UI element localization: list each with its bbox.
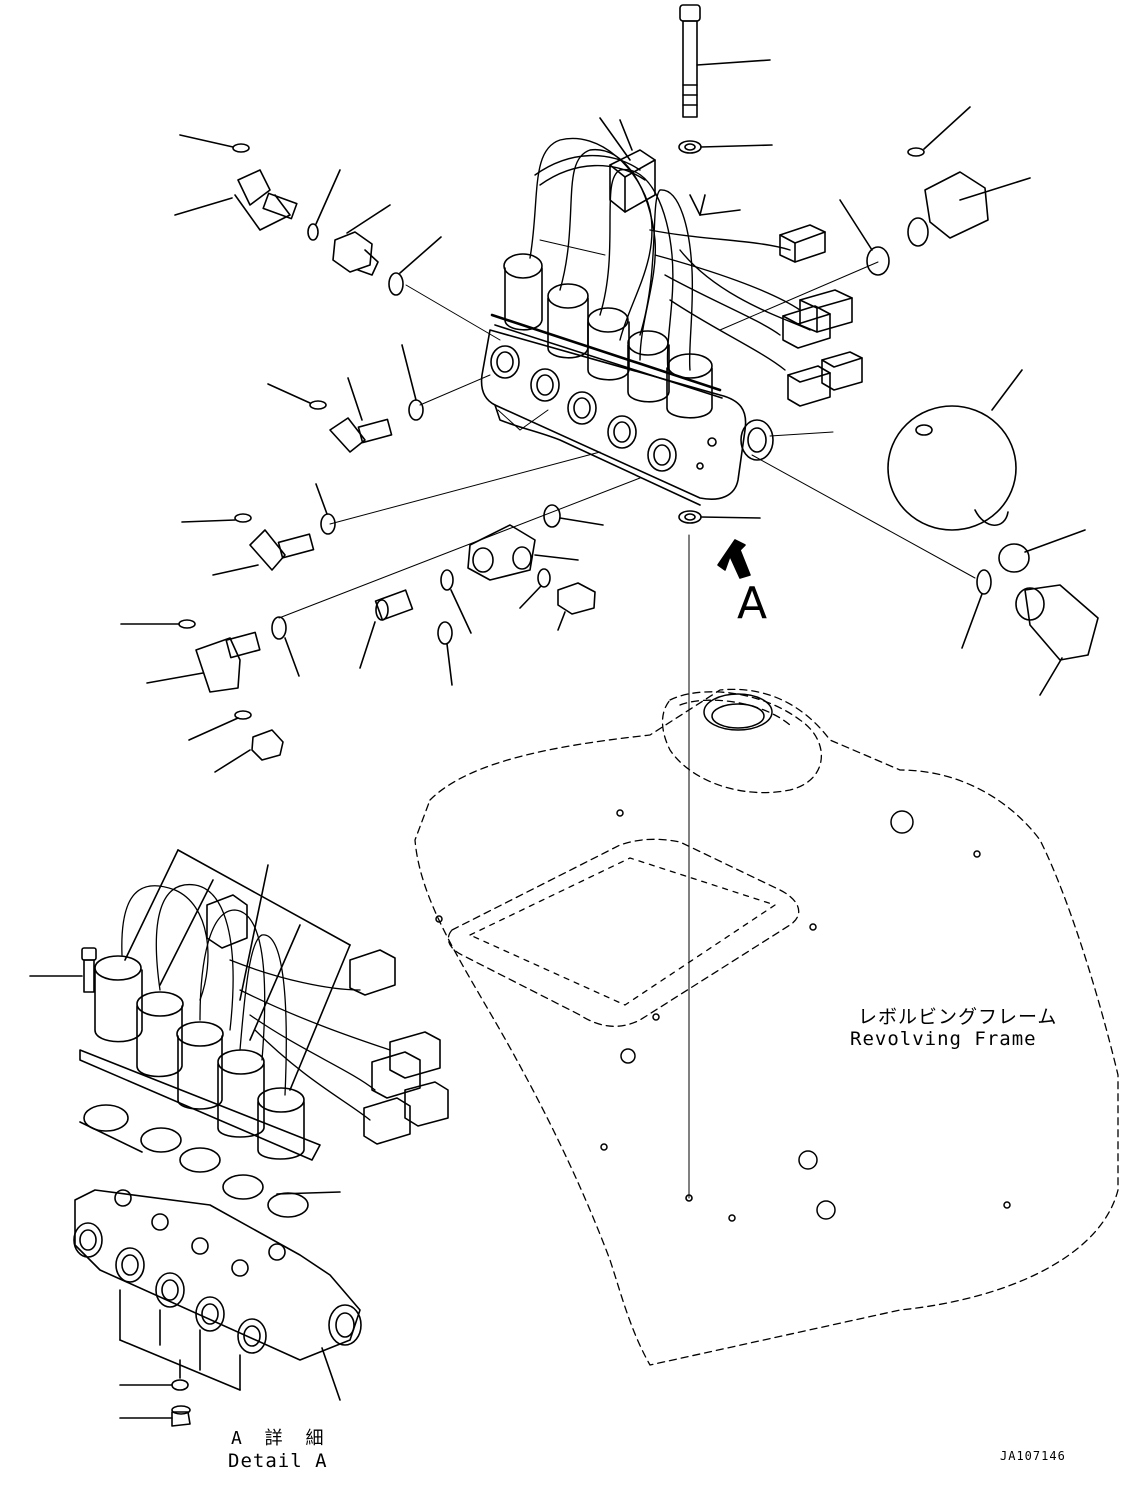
view-arrow (717, 539, 751, 579)
harness-clamp (599, 117, 656, 213)
washer-top (678, 140, 773, 154)
fitting-center-small (359, 589, 414, 669)
detail-a-drawing (29, 849, 449, 1427)
pressure-switch-right (1015, 584, 1099, 696)
connectors (689, 194, 863, 407)
wire-harness (529, 137, 811, 371)
center-point (685, 1194, 693, 1202)
revolving-frame-outline (414, 688, 1119, 1366)
drawing-code: JA107146 (1000, 1449, 1066, 1463)
fitting-lower-left (146, 631, 261, 693)
washer-bottom (678, 510, 761, 524)
view-marker-label: A (737, 578, 768, 629)
revolving-frame-label-jp: レボルビングフレーム (858, 1006, 1058, 1028)
frame-solid-details (435, 693, 1011, 1222)
fitting-left-elbow-2 (212, 529, 315, 576)
plug-lower-left (214, 729, 284, 773)
accumulator (887, 369, 1023, 531)
plug-center (557, 582, 596, 631)
detail-label-en: Detail A (228, 1450, 328, 1472)
pressure-switch-upper-right (907, 171, 1031, 247)
fitting-center-tee (467, 524, 579, 581)
solenoid-valve-assembly (480, 253, 774, 506)
fitting-mid-left-elbow (329, 377, 393, 453)
leader-lines (278, 239, 976, 619)
oring-small (120, 106, 1086, 741)
detail-label-jp: A 詳 細 (231, 1428, 330, 1449)
revolving-frame-label-en: Revolving Frame (850, 1028, 1037, 1050)
plug-upper (332, 204, 391, 276)
fitting-upper-left-elbow (174, 169, 298, 231)
top-bolt (679, 4, 771, 118)
